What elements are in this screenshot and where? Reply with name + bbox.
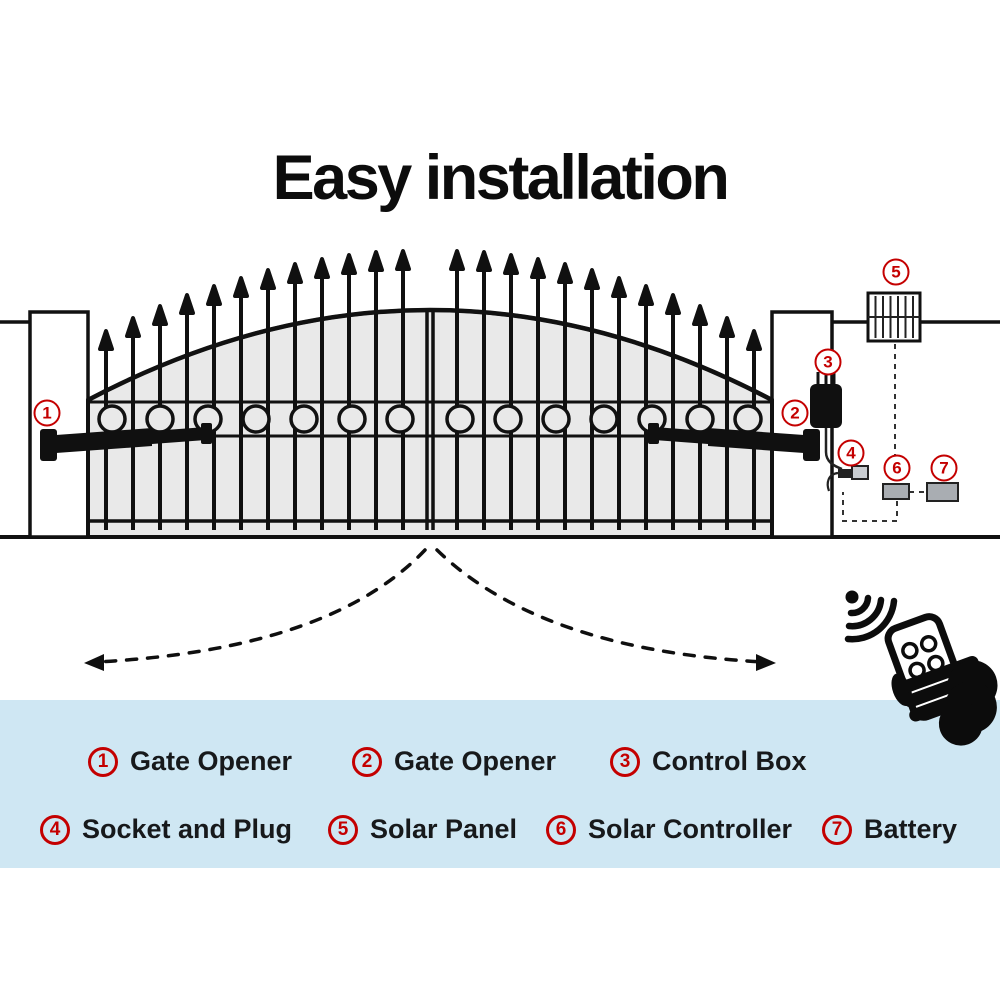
legend-item-gate-opener-1: 1 Gate Opener: [88, 746, 292, 777]
hand-icon: [891, 656, 998, 746]
legend-label-5: Solar Panel: [370, 814, 518, 844]
callout-7-battery: 7: [930, 454, 958, 482]
right-wall-and-pillar: [770, 310, 1000, 539]
legend-num-6: 6: [546, 814, 576, 845]
socket-plug-icon: [826, 465, 869, 492]
legend-item-socket-and-plug: 4 Socket and Plug: [40, 814, 292, 845]
gate-opener-right-icon: [648, 423, 820, 461]
legend-item-solar-controller: 6 Solar Controller: [546, 814, 792, 845]
gate-center-divider: [425, 311, 435, 530]
legend-item-battery: 7 Battery: [822, 814, 957, 845]
page-title: Easy installation: [272, 143, 730, 213]
legend-label-7: Battery: [864, 814, 958, 844]
callout-6-solar-controller: 6: [883, 454, 911, 482]
legend-num-1: 1: [88, 746, 118, 777]
gate: [86, 249, 774, 539]
legend-label-1: Gate Opener: [130, 746, 293, 776]
swing-arrow-right: [435, 548, 776, 671]
callout-5-solar-panel: 5: [882, 258, 910, 286]
swing-arrow-left: [84, 548, 427, 671]
solar-controller-icon: [882, 483, 910, 500]
callout-4-socket-and-plug: 4: [837, 439, 865, 467]
legend-item-gate-opener-2: 2 Gate Opener: [352, 746, 556, 777]
control-box-icon: [810, 372, 843, 471]
remote-signal-icon: [844, 590, 898, 643]
solar-panel-icon: [866, 291, 922, 343]
legend-label-2: Gate Opener: [394, 746, 557, 776]
legend-num-4: 4: [40, 814, 70, 845]
callout-2-gate-opener-right: 2: [781, 399, 809, 427]
callout-3-control-box: 3: [814, 348, 842, 376]
battery-icon: [926, 482, 959, 502]
gate-opener-left-icon: [40, 423, 212, 461]
gate-ring-band: [90, 400, 770, 438]
legend-item-control-box: 3 Control Box: [610, 746, 807, 777]
legend-item-solar-panel: 5 Solar Panel: [328, 814, 517, 845]
legend-label-3: Control Box: [652, 746, 807, 776]
legend-label-6: Solar Controller: [588, 814, 793, 844]
legend-num-5: 5: [328, 814, 358, 845]
legend-num-2: 2: [352, 746, 382, 777]
callout-1-gate-opener-left: 1: [33, 399, 61, 427]
legend-label-4: Socket and Plug: [82, 814, 293, 844]
legend-num-7: 7: [822, 814, 852, 845]
legend-num-3: 3: [610, 746, 640, 777]
